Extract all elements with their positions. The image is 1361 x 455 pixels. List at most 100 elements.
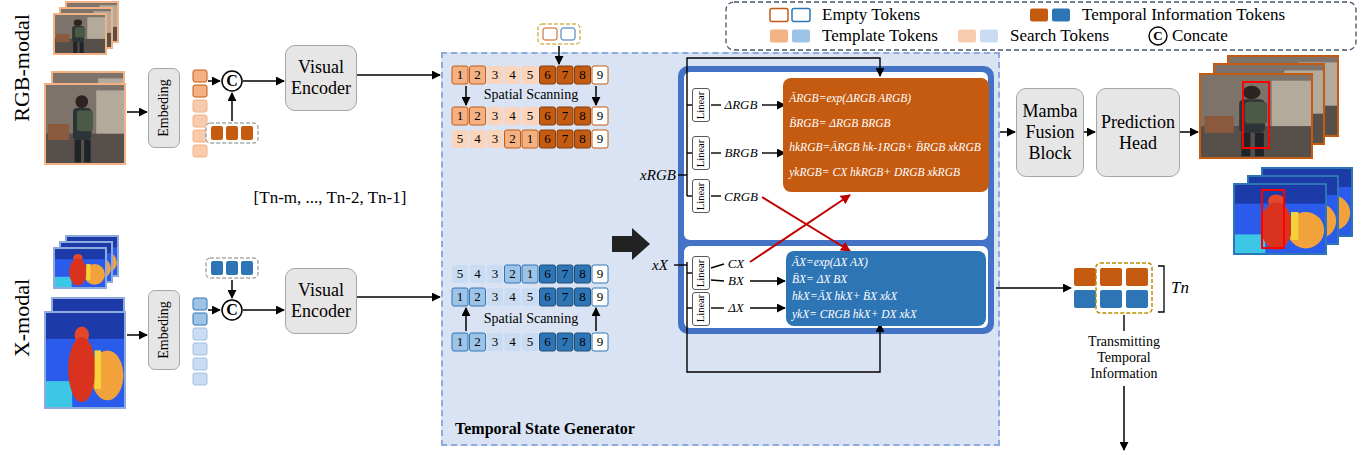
ssm-wires — [750, 280, 785, 281]
flow-arrow — [1000, 131, 1015, 133]
formula-box: ĀRGB=exp(ΔRGB ARGB)B̄RGB= ΔRGB BRGBhkRGB… — [783, 78, 989, 192]
token-index: 5 — [527, 335, 534, 349]
concat-circle: C — [221, 299, 243, 321]
next-temporal-tokens — [1126, 290, 1148, 308]
token-index: 5 — [527, 290, 534, 304]
signal-name: ΔX — [728, 301, 744, 315]
ssm-wires — [711, 264, 724, 268]
node-text: Prediction Head — [1101, 112, 1175, 153]
sequence-token — [557, 66, 573, 84]
token-index: 7 — [562, 267, 569, 281]
sequence-token — [540, 333, 556, 351]
temporal-token-group — [206, 258, 258, 278]
ssm-wires — [711, 307, 724, 308]
embedding-tokens — [193, 145, 207, 157]
empty-token-group — [538, 24, 580, 44]
token-index: 7 — [562, 68, 569, 82]
sequence-token — [487, 130, 503, 148]
token-index: 1 — [457, 290, 464, 304]
token-index: 9 — [597, 290, 604, 304]
token-index: 9 — [597, 109, 604, 123]
embedding-tokens — [193, 115, 207, 127]
next-temporal-tokens — [996, 287, 1071, 289]
embedding-tokens — [193, 130, 207, 142]
legend-swatch — [1149, 27, 1167, 45]
block-arrow — [612, 228, 650, 260]
x-input-images — [45, 236, 125, 408]
rgb-input-images — [54, 14, 106, 54]
token-index: 6 — [544, 109, 551, 123]
node-text: B̄RGB= ΔRGB BRGB — [789, 117, 890, 129]
sequence-token — [505, 130, 521, 148]
x-output-images — [1234, 184, 1326, 254]
sequence-token — [522, 130, 538, 148]
rgb-output-images — [1243, 82, 1269, 148]
legend-swatch — [770, 9, 810, 22]
note: Transmitting Temporal Information — [1076, 334, 1172, 382]
circle-outline — [222, 300, 242, 320]
token-index: 2 — [474, 109, 481, 123]
token-index: 6 — [544, 290, 551, 304]
sequence-token — [557, 288, 573, 306]
signal-name: xRGB — [640, 167, 676, 184]
flow-arrow — [357, 74, 440, 76]
sequence-token — [592, 288, 608, 306]
node-text: ykX= CRGB hkX+ DX xkX — [792, 307, 917, 322]
token-index: 4 — [509, 68, 516, 82]
next-temporal-tokens — [1100, 290, 1122, 308]
rgb-output-images — [1200, 74, 1312, 158]
sequence-token — [487, 265, 503, 283]
sequence-token — [557, 130, 573, 148]
token-index: 9 — [597, 267, 604, 281]
ssm-wires — [750, 307, 785, 308]
token-index: 5 — [527, 68, 534, 82]
scan-arrows — [595, 308, 597, 331]
token-index: 3 — [492, 68, 499, 82]
sequence-token — [452, 66, 608, 351]
signal-name: BRGB — [724, 146, 757, 160]
next-temporal-tokens — [1074, 290, 1096, 308]
sequence-token — [470, 107, 486, 125]
legend-swatch — [958, 30, 976, 43]
flow-arrow — [243, 309, 284, 311]
x-input-images — [54, 248, 106, 288]
sequence-token — [575, 288, 591, 306]
token-index: 9 — [597, 335, 604, 349]
linear-box: Linear — [692, 256, 710, 290]
rgb-input-images — [54, 14, 106, 54]
sequence-token — [540, 130, 556, 148]
node-text: Linear — [696, 295, 707, 322]
temporal-token-group — [206, 123, 258, 143]
rgb-input-images — [45, 2, 125, 164]
sequence-token — [487, 66, 503, 84]
ssm-wires — [674, 264, 687, 265]
sequence-token — [487, 333, 503, 351]
x-input-images — [54, 248, 106, 288]
embedding-tokens — [193, 298, 207, 310]
legend-swatch — [1149, 27, 1167, 45]
encoder-box: Visual Encoder — [285, 45, 357, 111]
embedding-tokens — [193, 358, 207, 370]
input-arrows — [208, 309, 220, 311]
next-temporal-tokens — [1100, 268, 1122, 286]
sequence-token — [540, 265, 556, 283]
legend-swatch — [770, 9, 788, 22]
token-index: 3 — [492, 132, 499, 146]
legend-text: Temporal Information Tokens — [1082, 6, 1285, 25]
scan-arrows — [595, 86, 597, 105]
temporal-token-group — [241, 261, 253, 275]
x-output-images — [1234, 168, 1352, 254]
node-text: Linear — [696, 139, 707, 166]
token-index: 2 — [474, 68, 481, 82]
step-label: Spatial Scanning — [484, 87, 579, 102]
embedding-tokens — [193, 100, 207, 112]
sequence-token — [452, 333, 468, 351]
node-text: Mamba Fusion Block — [1021, 101, 1079, 163]
ssm-panel-inner — [684, 246, 988, 328]
node-text: Linear — [696, 91, 707, 118]
linear-box: Linear — [692, 136, 710, 170]
ssm-wires — [711, 195, 721, 196]
legend-text: Concate — [1172, 27, 1228, 46]
token-index: 1 — [527, 132, 534, 146]
